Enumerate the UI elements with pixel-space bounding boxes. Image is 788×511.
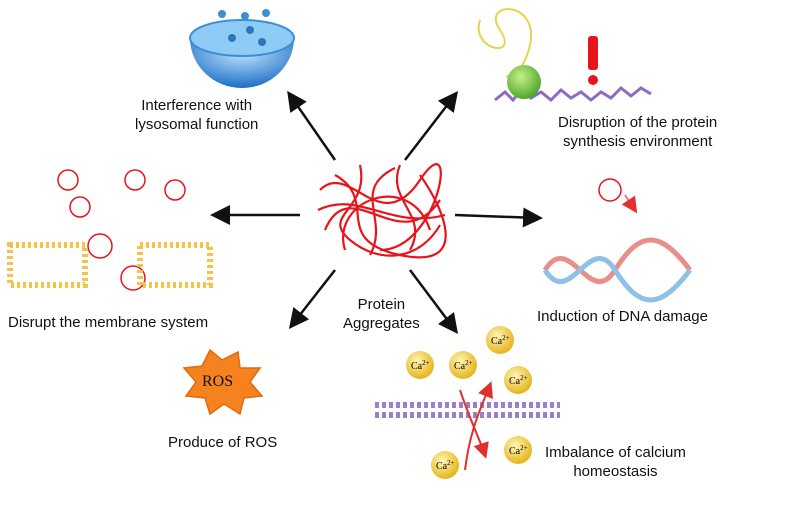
calcium-membrane-icon [375, 326, 560, 479]
arrow-synthesis [404, 91, 459, 161]
arrows [210, 90, 543, 334]
ros-burst-icon [182, 348, 264, 416]
protein-aggregate-icon [317, 163, 447, 259]
arrow-dna [454, 207, 543, 228]
label-ros: Produce of ROS [168, 434, 278, 451]
arrow-lysosome [287, 90, 337, 161]
ros-text: ROS [202, 373, 234, 390]
ribosome-synthesis-icon [477, 8, 652, 103]
arrow-ros [288, 269, 336, 329]
membrane-disruption-icon [7, 169, 213, 291]
lysosome-icon [189, 9, 295, 88]
label-membrane: Disrupt the membrane system [8, 314, 209, 331]
dna-damage-icon [542, 178, 692, 303]
label-dna: Induction of DNA damage [537, 308, 708, 325]
arrow-calcium [409, 269, 458, 334]
